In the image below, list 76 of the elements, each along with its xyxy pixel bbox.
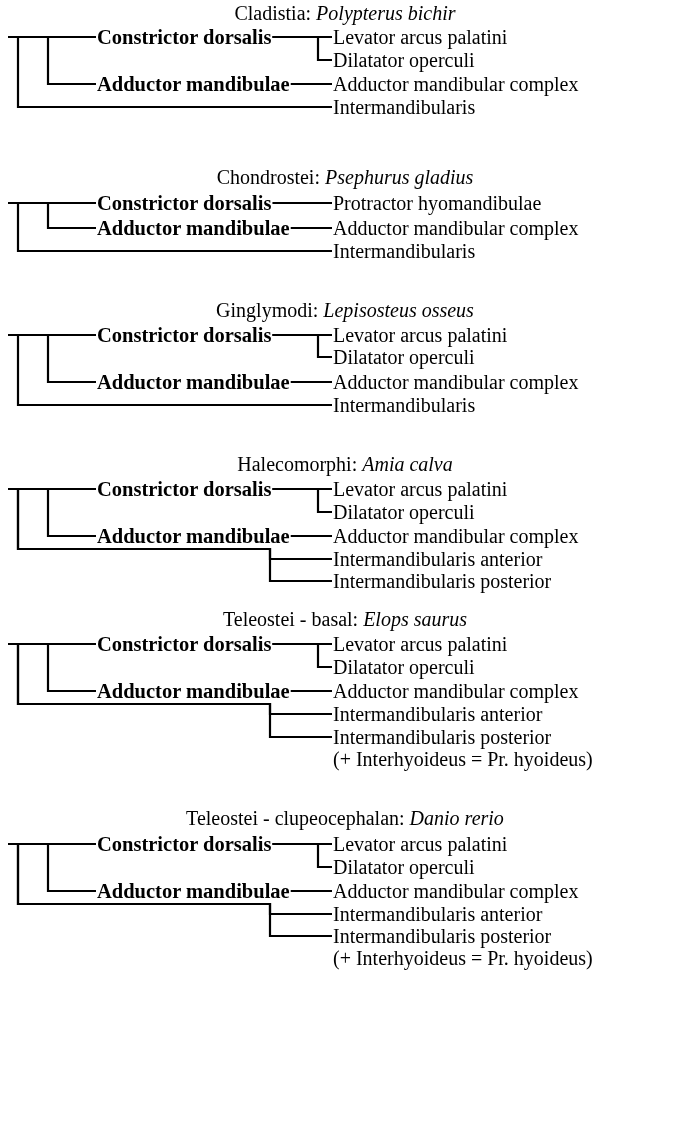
tree-line	[290, 689, 332, 693]
tree-line	[16, 203, 332, 253]
taxon-heading: Teleostei - basal: Elops saurus	[221, 607, 469, 631]
muscle-label: Adductor mandibulae	[97, 680, 290, 702]
note-text: (+ Interhyoideus = Pr. hyoideus)	[333, 947, 593, 969]
tree-line	[8, 642, 96, 646]
tree-line	[46, 203, 96, 230]
muscle-label: Levator arcus palatini	[333, 633, 508, 655]
muscle-label: Intermandibularis anterior	[333, 548, 543, 570]
muscle-label: Adductor mandibular complex	[333, 880, 579, 902]
tree-line	[46, 37, 96, 86]
tree-line	[46, 489, 96, 538]
tree-line	[16, 335, 332, 407]
tree-line	[46, 644, 96, 693]
tree-line	[290, 534, 332, 538]
muscle-label: Dilatator operculi	[333, 501, 475, 523]
tree-line	[290, 380, 332, 384]
muscle-label: Levator arcus palatini	[333, 26, 508, 48]
muscle-label: Constrictor dorsalis	[97, 192, 272, 214]
muscle-label: Intermandibularis anterior	[333, 703, 543, 725]
tree-line	[8, 333, 96, 337]
tree-line	[272, 842, 332, 869]
tree-line	[16, 37, 332, 109]
muscle-label: Levator arcus palatini	[333, 833, 508, 855]
tree-line	[290, 226, 332, 230]
muscle-label: Dilatator operculi	[333, 49, 475, 71]
muscle-label: Adductor mandibular complex	[333, 217, 579, 239]
muscle-label: Intermandibularis posterior	[333, 726, 553, 748]
muscle-label: Dilatator operculi	[333, 856, 475, 878]
muscle-label: Intermandibularis	[333, 96, 476, 118]
muscle-label: Adductor mandibular complex	[333, 680, 579, 702]
muscle-label: Adductor mandibulae	[97, 880, 290, 902]
muscle-label: Intermandibularis posterior	[333, 925, 553, 947]
taxon-heading: Cladistia: Polypterus bichir	[233, 1, 457, 25]
muscle-label: Adductor mandibulae	[97, 371, 290, 393]
muscle-label: Intermandibularis posterior	[333, 570, 552, 592]
tree-line	[272, 642, 332, 669]
muscle-label: Constrictor dorsalis	[97, 633, 272, 655]
tree-line	[272, 201, 332, 205]
muscle-label: Constrictor dorsalis	[97, 478, 272, 500]
muscle-label: Levator arcus palatini	[333, 478, 508, 500]
taxon-heading: Ginglymodi: Lepisosteus osseus	[215, 298, 475, 322]
taxon-heading: Halecomorphi: Amia calva	[236, 452, 454, 476]
tree-line	[290, 889, 332, 893]
tree-line	[290, 82, 332, 86]
muscle-label: Constrictor dorsalis	[97, 833, 272, 855]
taxon-heading: Teleostei - clupeocephalan: Danio rerio	[185, 806, 505, 830]
muscle-label: Protractor hyomandibulae	[333, 192, 542, 214]
muscle-label: Dilatator operculi	[333, 346, 475, 368]
tree-line	[46, 844, 96, 893]
muscle-label: Intermandibularis	[333, 394, 476, 416]
muscle-label: Dilatator operculi	[333, 656, 475, 678]
muscle-label: Intermandibularis	[333, 240, 476, 262]
muscle-label: Adductor mandibular complex	[333, 371, 579, 393]
tree-line	[272, 487, 332, 514]
tree-line	[272, 333, 332, 359]
muscle-label: Adductor mandibulae	[97, 73, 290, 95]
tree-line	[8, 842, 96, 846]
muscle-label: Adductor mandibulae	[97, 525, 290, 547]
muscle-label: Intermandibularis anterior	[333, 903, 543, 925]
tree-line	[16, 844, 332, 938]
tree-line	[272, 35, 332, 62]
muscle-label: Constrictor dorsalis	[97, 26, 272, 48]
tree-line	[8, 35, 96, 39]
taxon-heading: Chondrostei: Psephurus gladius	[215, 165, 475, 189]
tree-line	[16, 644, 332, 739]
muscle-label: Constrictor dorsalis	[97, 324, 272, 346]
note-text: (+ Interhyoideus = Pr. hyoideus)	[333, 748, 593, 770]
muscle-label: Levator arcus palatini	[333, 324, 508, 346]
muscle-label: Adductor mandibulae	[97, 217, 290, 239]
tree-line	[16, 489, 332, 583]
muscle-label: Adductor mandibular complex	[333, 525, 579, 547]
tree-line	[8, 201, 96, 205]
muscle-label: Adductor mandibular complex	[333, 73, 579, 95]
tree-line	[46, 335, 96, 384]
tree-line	[8, 487, 96, 491]
